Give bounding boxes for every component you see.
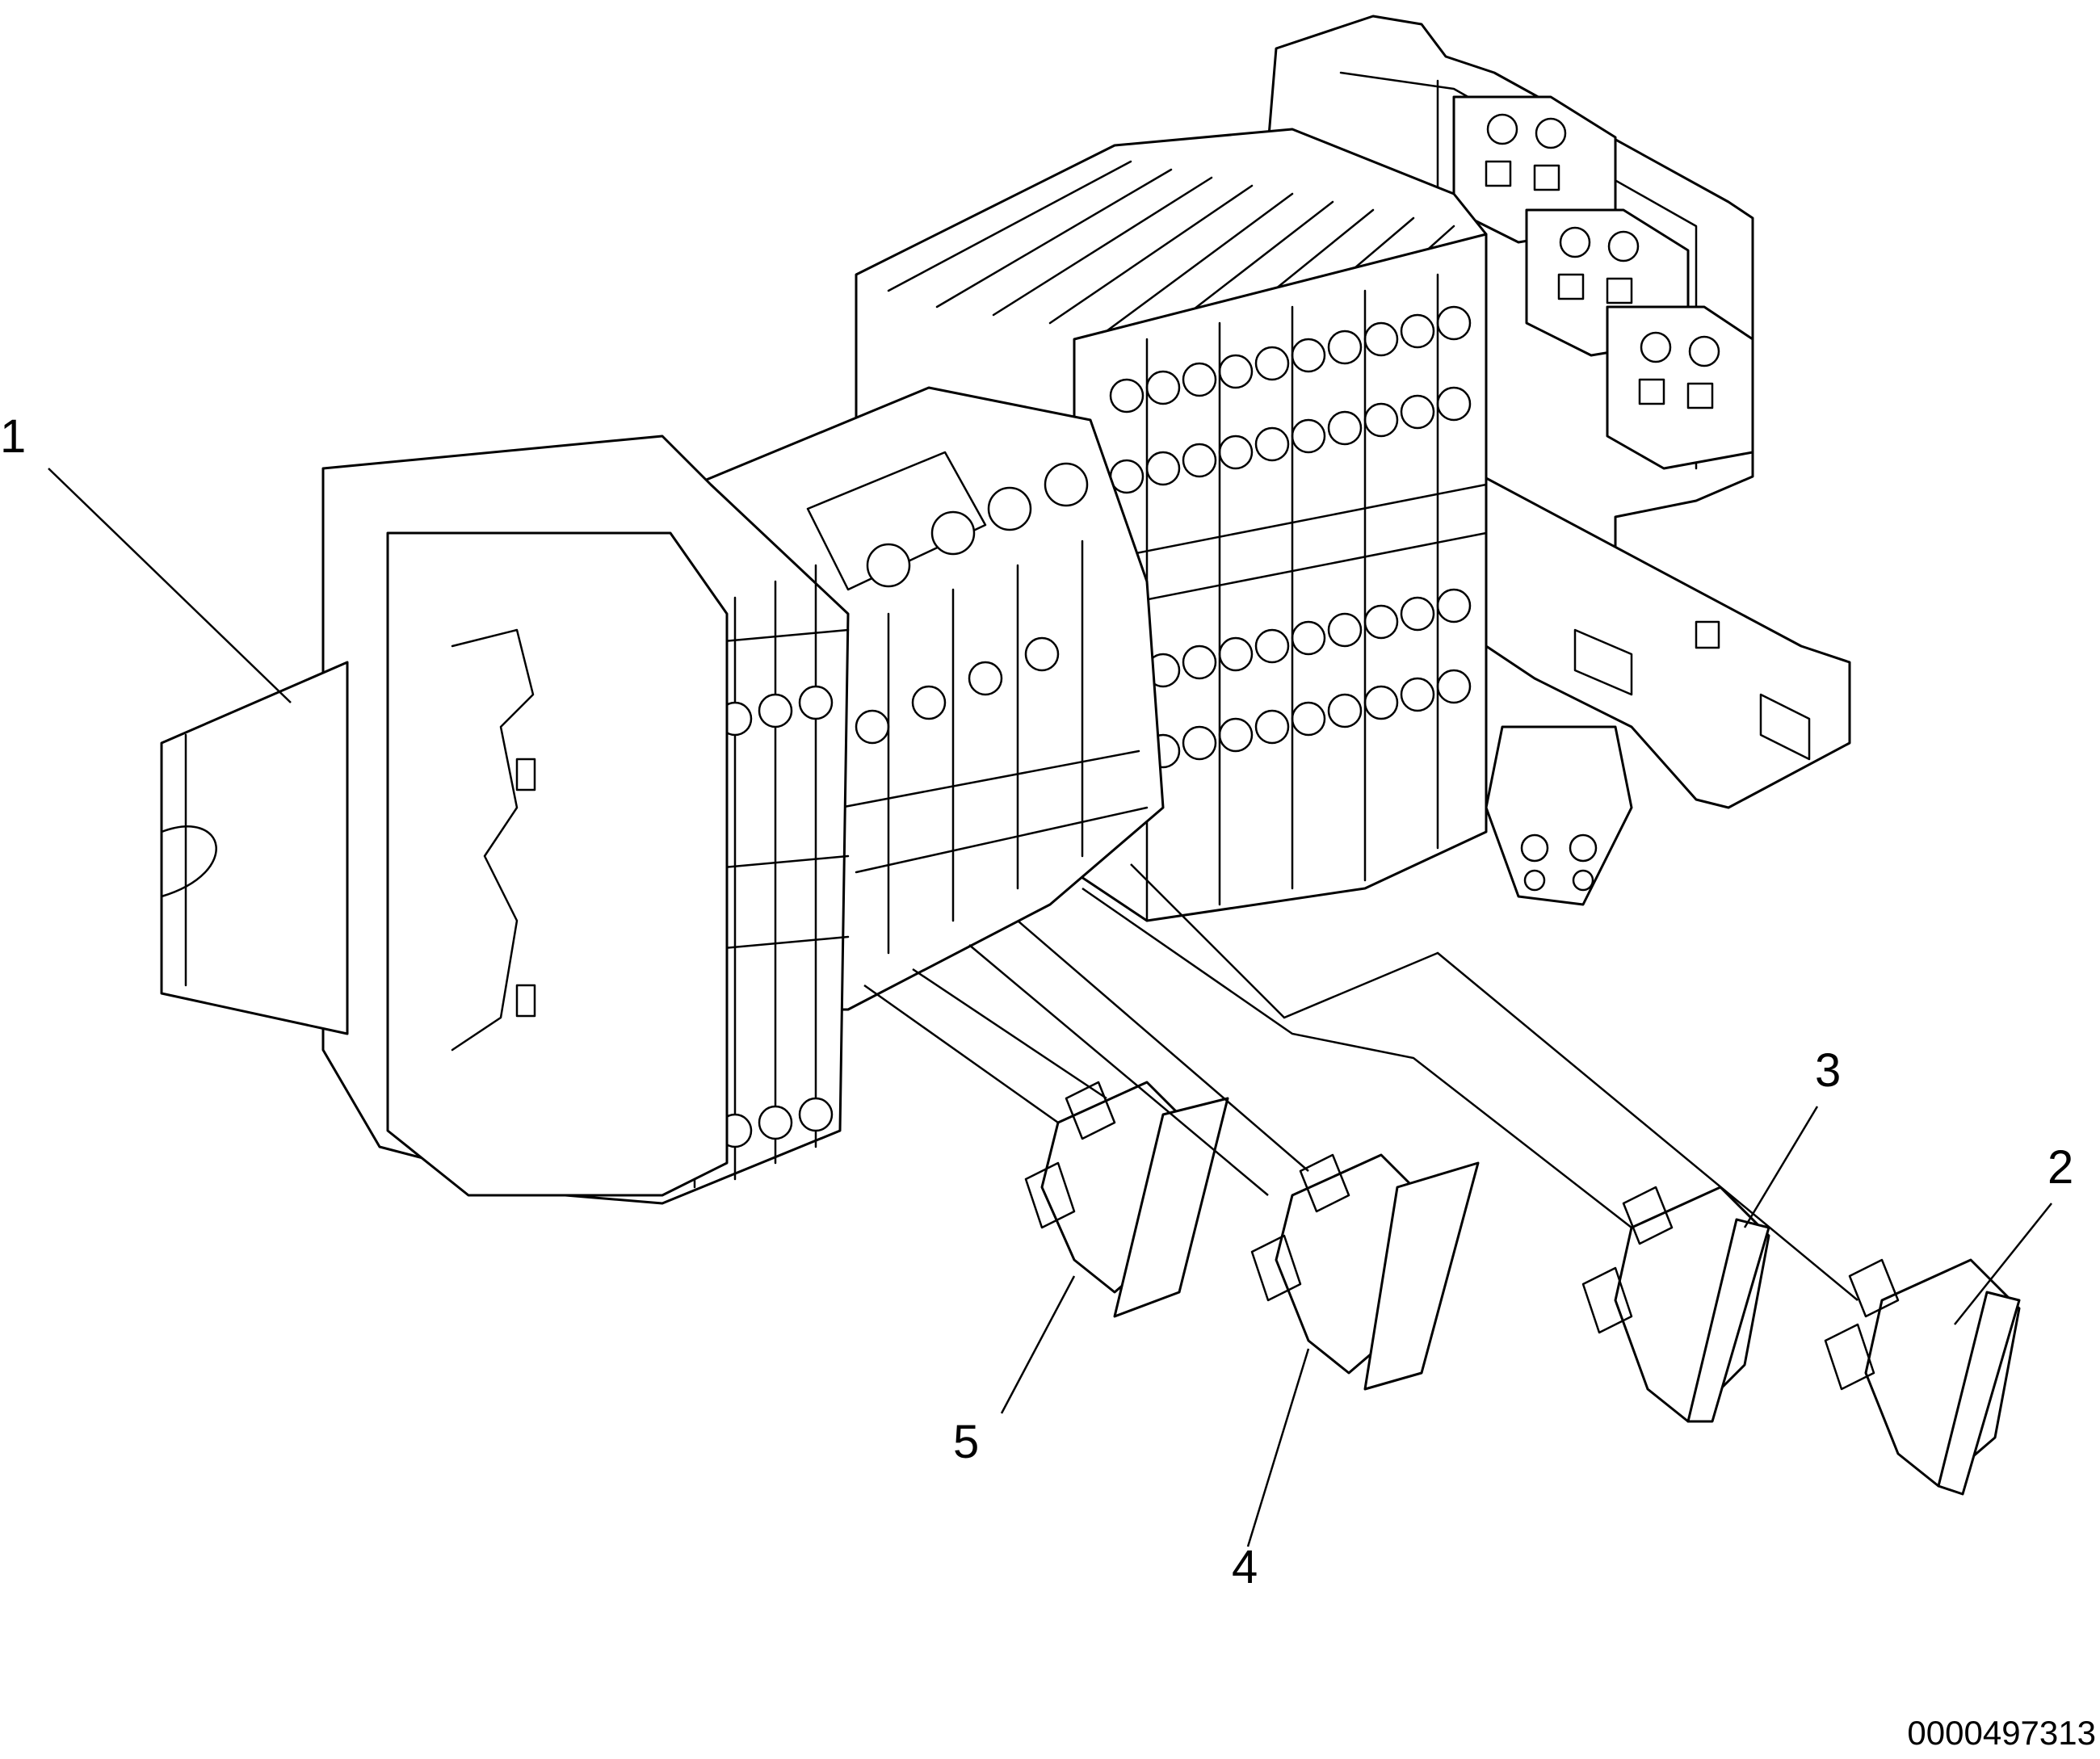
- insertion-path-lines: [863, 863, 1858, 1301]
- relay-module: [1452, 95, 1617, 244]
- end-plate: [386, 531, 729, 1197]
- leader-3: [1743, 1106, 1819, 1228]
- leader-5: [1000, 1275, 1076, 1414]
- callout-5: 5: [953, 1416, 979, 1468]
- leader-1: [48, 468, 292, 703]
- callout-4: 4: [1232, 1541, 1258, 1593]
- terminal-block-stack: [1073, 233, 1488, 922]
- fuse-item-5: [1024, 1081, 1229, 1318]
- fuse-item-4: [1250, 1153, 1480, 1391]
- callout-3: 3: [1815, 1044, 1841, 1097]
- relay-module: [1606, 305, 1754, 470]
- document-id: 0000497313: [1907, 1714, 2096, 1752]
- fuse-item-2: [1824, 1258, 2021, 1496]
- callout-2: 2: [2048, 1141, 2073, 1194]
- leader-2: [1954, 1203, 2052, 1325]
- leader-4: [1246, 1348, 1310, 1547]
- callout-1: 1: [0, 410, 26, 463]
- fuse-item-3: [1581, 1186, 1770, 1423]
- callout-leaders: [48, 468, 2052, 1547]
- din-rail: [160, 661, 349, 1035]
